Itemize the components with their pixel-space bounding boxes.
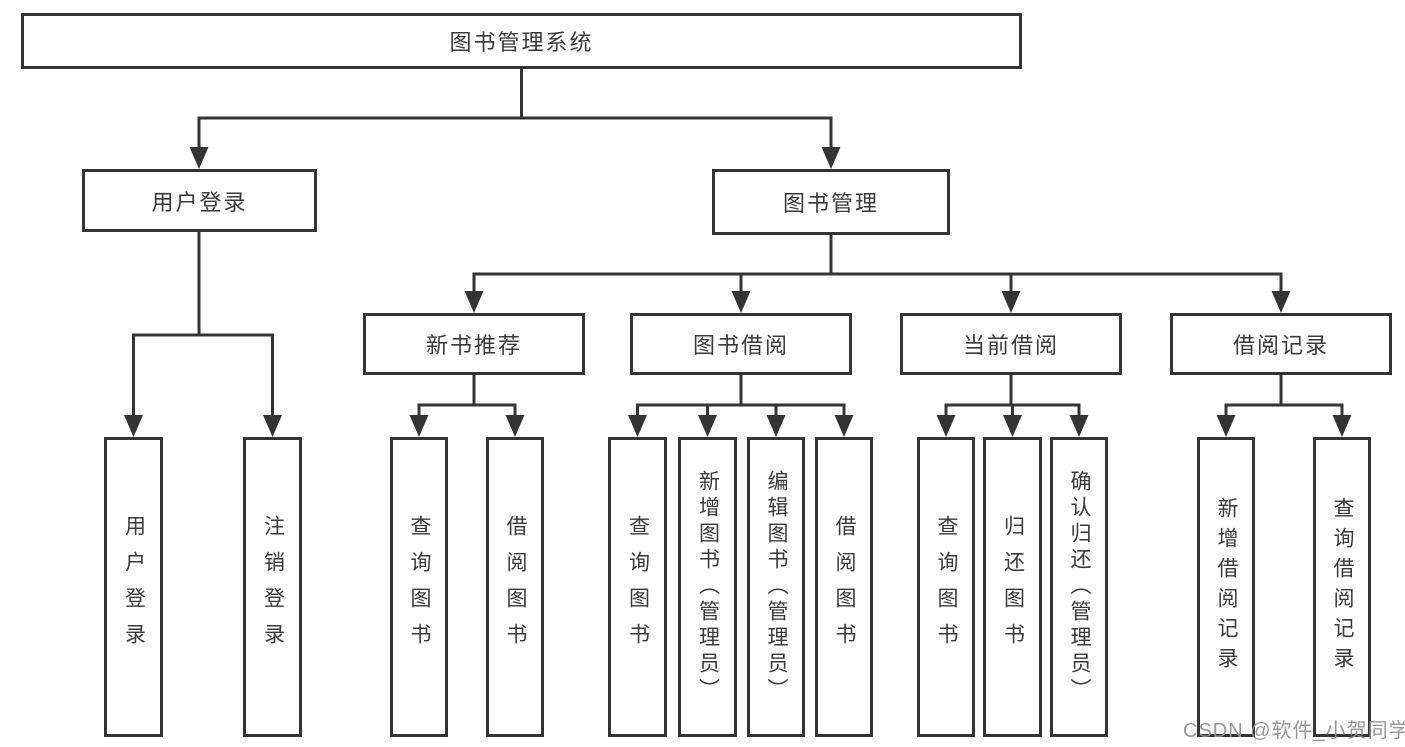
leaf-add-book-admin-label: 新增图书（管理员）: [696, 470, 720, 704]
leaf-query-books-2: 查询图书: [608, 437, 667, 737]
leaf-borrow-books-1: 借阅图书: [486, 437, 544, 737]
leaf-query-books-3: 查询图书: [917, 437, 975, 737]
leaf-user-login-label: 用户登录: [122, 515, 146, 659]
leaf-add-borrow-record-label: 新增借阅记录: [1215, 497, 1238, 677]
leaf-logout: 注销登录: [243, 437, 302, 737]
node-borrowing-records: 借阅记录: [1170, 313, 1392, 375]
leaf-query-books-3-label: 查询图书: [935, 515, 958, 659]
connector-currentborrow-to-leaves: [944, 375, 1081, 418]
leaf-borrow-books-1-label: 借阅图书: [504, 515, 527, 659]
leaf-borrow-books-2-label: 借阅图书: [833, 515, 856, 659]
leaf-query-borrow-record-label: 查询借阅记录: [1331, 497, 1354, 677]
connector-borrowrecord-to-leaves: [1224, 375, 1344, 418]
leaf-add-book-admin: 新增图书（管理员）: [678, 437, 737, 737]
leaf-confirm-return-admin: 确认归还（管理员）: [1050, 437, 1108, 737]
leaf-query-books-1: 查询图书: [390, 437, 448, 737]
leaf-edit-book-admin-label: 编辑图书（管理员）: [765, 470, 788, 704]
node-root-system: 图书管理系统: [21, 13, 1022, 69]
leaf-confirm-return-admin-label: 确认归还（管理员）: [1068, 470, 1091, 704]
leaf-query-books-1-label: 查询图书: [408, 515, 431, 659]
arrowheads: [124, 147, 1352, 437]
connector-bookmgmt-to-level3: [472, 235, 1283, 295]
connector-root-to-level2: [197, 69, 833, 150]
leaf-edit-book-admin: 编辑图书（管理员）: [747, 437, 805, 737]
connector-newbookrec-to-leaves: [417, 375, 517, 418]
node-book-borrowing: 图书借阅: [630, 313, 852, 375]
leaf-logout-label: 注销登录: [261, 515, 285, 659]
leaf-borrow-books-2: 借阅图书: [815, 437, 873, 737]
node-book-management: 图书管理: [712, 169, 950, 235]
connector-userlogin-to-leaves: [132, 232, 274, 418]
leaf-return-book: 归还图书: [983, 437, 1042, 737]
node-user-login: 用户登录: [82, 169, 317, 232]
node-current-borrowing: 当前借阅: [900, 313, 1122, 375]
csdn-watermark: CSDN @软件_小贺同学: [1183, 720, 1405, 742]
connector-bookborrow-to-leaves: [636, 375, 846, 418]
leaf-query-borrow-record: 查询借阅记录: [1313, 437, 1371, 737]
leaf-return-book-label: 归还图书: [1001, 515, 1025, 659]
leaf-query-books-2-label: 查询图书: [626, 515, 650, 659]
leaf-add-borrow-record: 新增借阅记录: [1197, 437, 1255, 737]
node-new-book-recommendation: 新书推荐: [363, 313, 585, 375]
leaf-user-login: 用户登录: [104, 437, 163, 737]
